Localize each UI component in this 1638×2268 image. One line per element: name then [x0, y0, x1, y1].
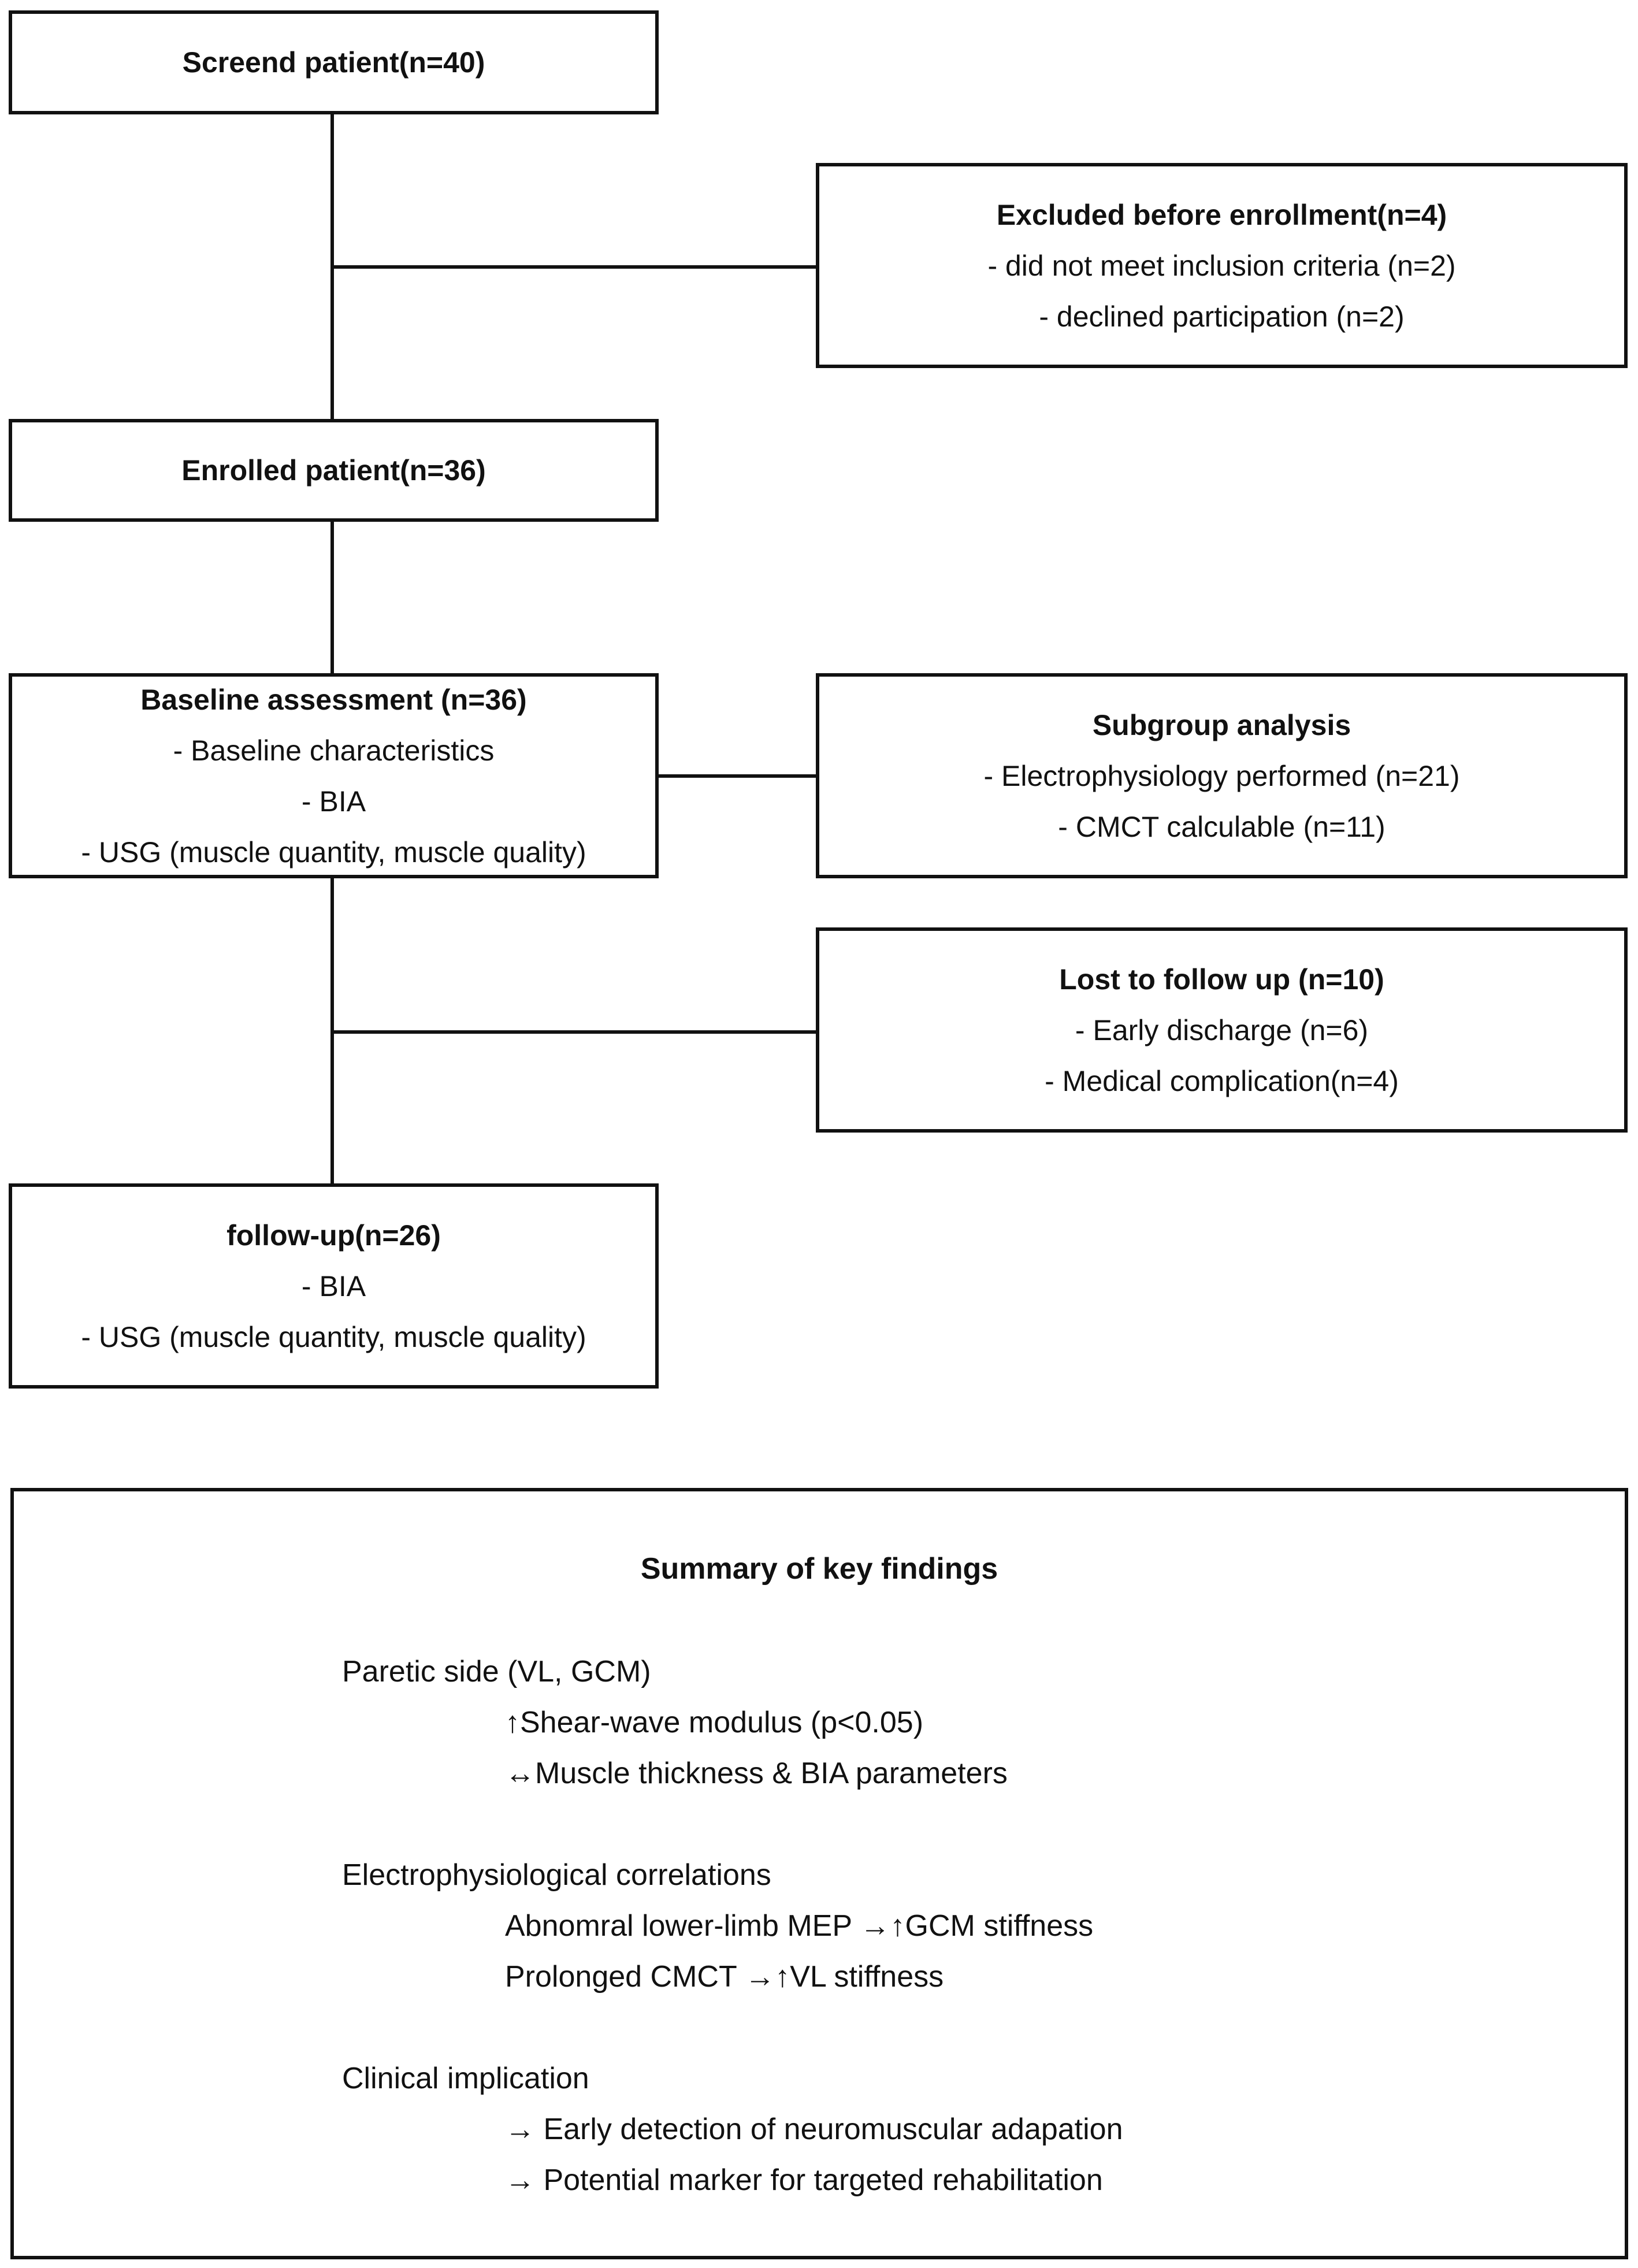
followup-title: follow-up(n=26)	[226, 1219, 441, 1252]
summary-section-heading: Paretic side (VL, GCM)	[342, 1655, 651, 1688]
enrolled-patients-box: Enrolled patient(n=36)	[9, 419, 659, 522]
screened-title: Screend patient(n=40)	[182, 46, 485, 79]
summary-section-heading: Clinical implication	[342, 2062, 589, 2095]
baseline-item: - BIA	[301, 785, 366, 818]
lost-title: Lost to follow up (n=10)	[1059, 963, 1384, 996]
followup-item: - USG (muscle quantity, muscle quality)	[81, 1320, 586, 1353]
connector-to-excluded	[330, 265, 819, 269]
summary-finding: ↔Muscle thickness & BIA parameters	[505, 1757, 1008, 1790]
baseline-item: - USG (muscle quantity, muscle quality)	[81, 836, 586, 868]
connector-to-lost	[330, 1030, 819, 1034]
followup-item: - BIA	[301, 1270, 366, 1302]
lost-reason: - Early discharge (n=6)	[1075, 1014, 1369, 1046]
screened-patients-box: Screend patient(n=40)	[9, 10, 659, 114]
subgroup-analysis-box: Subgroup analysis - Electrophysiology pe…	[816, 673, 1628, 878]
summary-finding: → Early detection of neuromuscular adapa…	[505, 2113, 1123, 2146]
summary-box: Summary of key findings Paretic side (VL…	[10, 1488, 1628, 2259]
summary-section-heading: Electrophysiological correlations	[342, 1858, 771, 1892]
baseline-title: Baseline assessment (n=36)	[140, 683, 527, 716]
subgroup-title: Subgroup analysis	[1092, 708, 1351, 741]
summary-finding: Abnomral lower-limb MEP →↑GCM stiffness	[505, 1909, 1094, 1943]
summary-finding: → Potential marker for targeted rehabili…	[505, 2163, 1103, 2197]
subgroup-item: - Electrophysiology performed (n=21)	[983, 759, 1460, 792]
follow-up-box: follow-up(n=26) - BIA - USG (muscle quan…	[9, 1183, 659, 1389]
excluded-reason: - declined participation (n=2)	[1039, 300, 1405, 333]
excluded-box: Excluded before enrollment(n=4) - did no…	[816, 163, 1628, 368]
summary-finding: ↑Shear-wave modulus (p<0.05)	[505, 1706, 924, 1739]
subgroup-item: - CMCT calculable (n=11)	[1058, 810, 1386, 843]
enrolled-title: Enrolled patient(n=36)	[181, 454, 486, 487]
baseline-assessment-box: Baseline assessment (n=36) - Baseline ch…	[9, 673, 659, 878]
connector-enrolled-to-baseline	[330, 519, 334, 676]
excluded-title: Excluded before enrollment(n=4)	[996, 198, 1447, 231]
connector-to-subgroup	[656, 774, 819, 778]
summary-title: Summary of key findings	[640, 1552, 998, 1586]
excluded-reason: - did not meet inclusion criteria (n=2)	[987, 249, 1456, 282]
baseline-item: - Baseline characteristics	[173, 734, 495, 767]
summary-finding: Prolonged CMCT →↑VL stiffness	[505, 1960, 944, 1994]
lost-reason: - Medical complication(n=4)	[1045, 1064, 1399, 1097]
lost-to-follow-up-box: Lost to follow up (n=10) - Early dischar…	[816, 927, 1628, 1133]
